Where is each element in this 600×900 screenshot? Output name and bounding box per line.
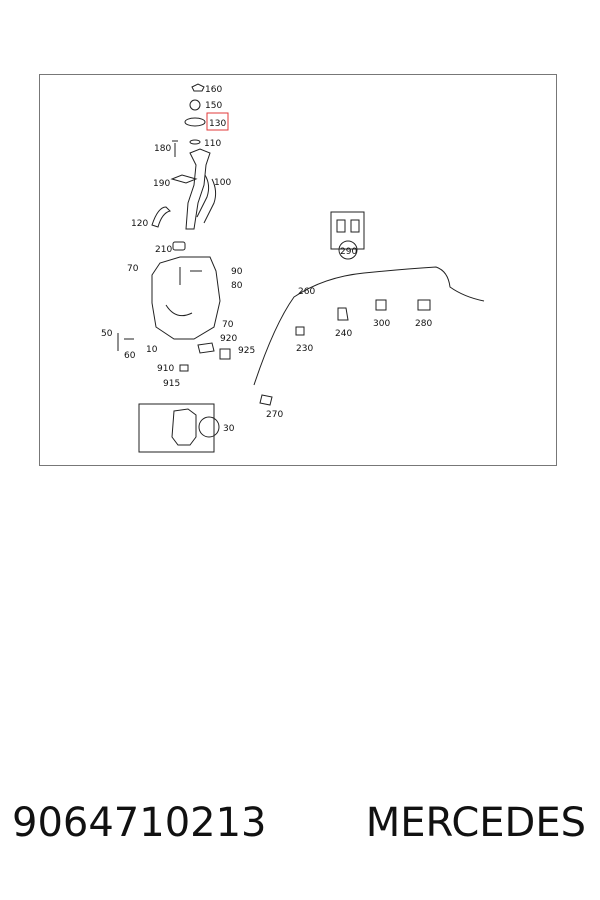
pump-kit-box: [138, 403, 215, 453]
callout-300: 300: [373, 319, 390, 329]
sensor-part-920: [197, 342, 215, 354]
tank-detail: [165, 267, 202, 317]
filler-pipe-part-100: [196, 174, 217, 224]
part-910: [179, 364, 189, 372]
parts-diagram-frame: 160 150 130 110 180 100 190 120 210 70 9…: [39, 74, 557, 466]
brand-name: MERCEDES: [365, 800, 586, 846]
callout-270: 270: [266, 410, 283, 420]
callout-910: 910: [157, 364, 174, 374]
callout-80: 80: [231, 281, 243, 291]
callout-915: 915: [163, 379, 180, 389]
callout-110: 110: [204, 139, 221, 149]
product-caption: 9064710213 MERCEDES: [0, 800, 600, 860]
filler-neck-part-100: [185, 148, 211, 230]
bolt-part-180: [172, 140, 178, 157]
callout-130: 130: [209, 119, 226, 129]
bracket-part-190: [170, 174, 198, 184]
callout-30: 30: [223, 424, 235, 434]
callout-60: 60: [124, 351, 136, 361]
callout-210: 210: [155, 245, 172, 255]
reservoir-tank-part-10: [151, 256, 221, 340]
grommet-part-210: [172, 241, 186, 251]
part-number: 9064710213: [12, 800, 267, 846]
callout-150: 150: [205, 101, 222, 111]
nut-part-150: [189, 99, 201, 111]
callout-190: 190: [153, 179, 170, 189]
callout-50: 50: [101, 329, 113, 339]
bracket-part-925: [219, 348, 231, 360]
pump-part-30: [171, 408, 197, 446]
ring-part-130: [184, 117, 206, 127]
callout-240: 240: [335, 329, 352, 339]
part-50-60: [117, 333, 134, 351]
clip-kit-box-290: [330, 211, 365, 250]
connector-part-270: [259, 394, 273, 406]
callout-230: 230: [296, 344, 313, 354]
exploded-parts-diagram: 160 150 130 110 180 100 190 120 210 70 9…: [101, 83, 485, 453]
clip-part-290: [336, 219, 360, 233]
callout-70-right: 70: [222, 320, 234, 330]
clip-part-240: [337, 307, 349, 321]
wiring-harness-part-260: [253, 266, 485, 386]
callout-280: 280: [415, 319, 432, 329]
clip-part-280: [417, 299, 431, 311]
callout-10: 10: [146, 345, 158, 355]
pump-wrench-icon: [198, 416, 220, 438]
hose-part-120: [151, 206, 171, 228]
clip-part-160: [191, 83, 205, 92]
callout-circle-290: [338, 240, 358, 260]
callout-260: 260: [298, 287, 315, 297]
callout-70-top: 70: [127, 264, 139, 274]
callout-100: 100: [214, 178, 231, 188]
callout-120: 120: [131, 219, 148, 229]
highlight-box-130: [206, 112, 229, 131]
clip-part-300: [375, 299, 387, 311]
callout-90: 90: [231, 267, 243, 277]
clip-part-230: [295, 326, 305, 336]
callout-180: 180: [154, 144, 171, 154]
callout-160: 160: [205, 85, 222, 95]
callout-920: 920: [220, 334, 237, 344]
callout-290: 290: [340, 247, 357, 257]
callout-925: 925: [238, 346, 255, 356]
seal-part-110: [189, 139, 201, 145]
